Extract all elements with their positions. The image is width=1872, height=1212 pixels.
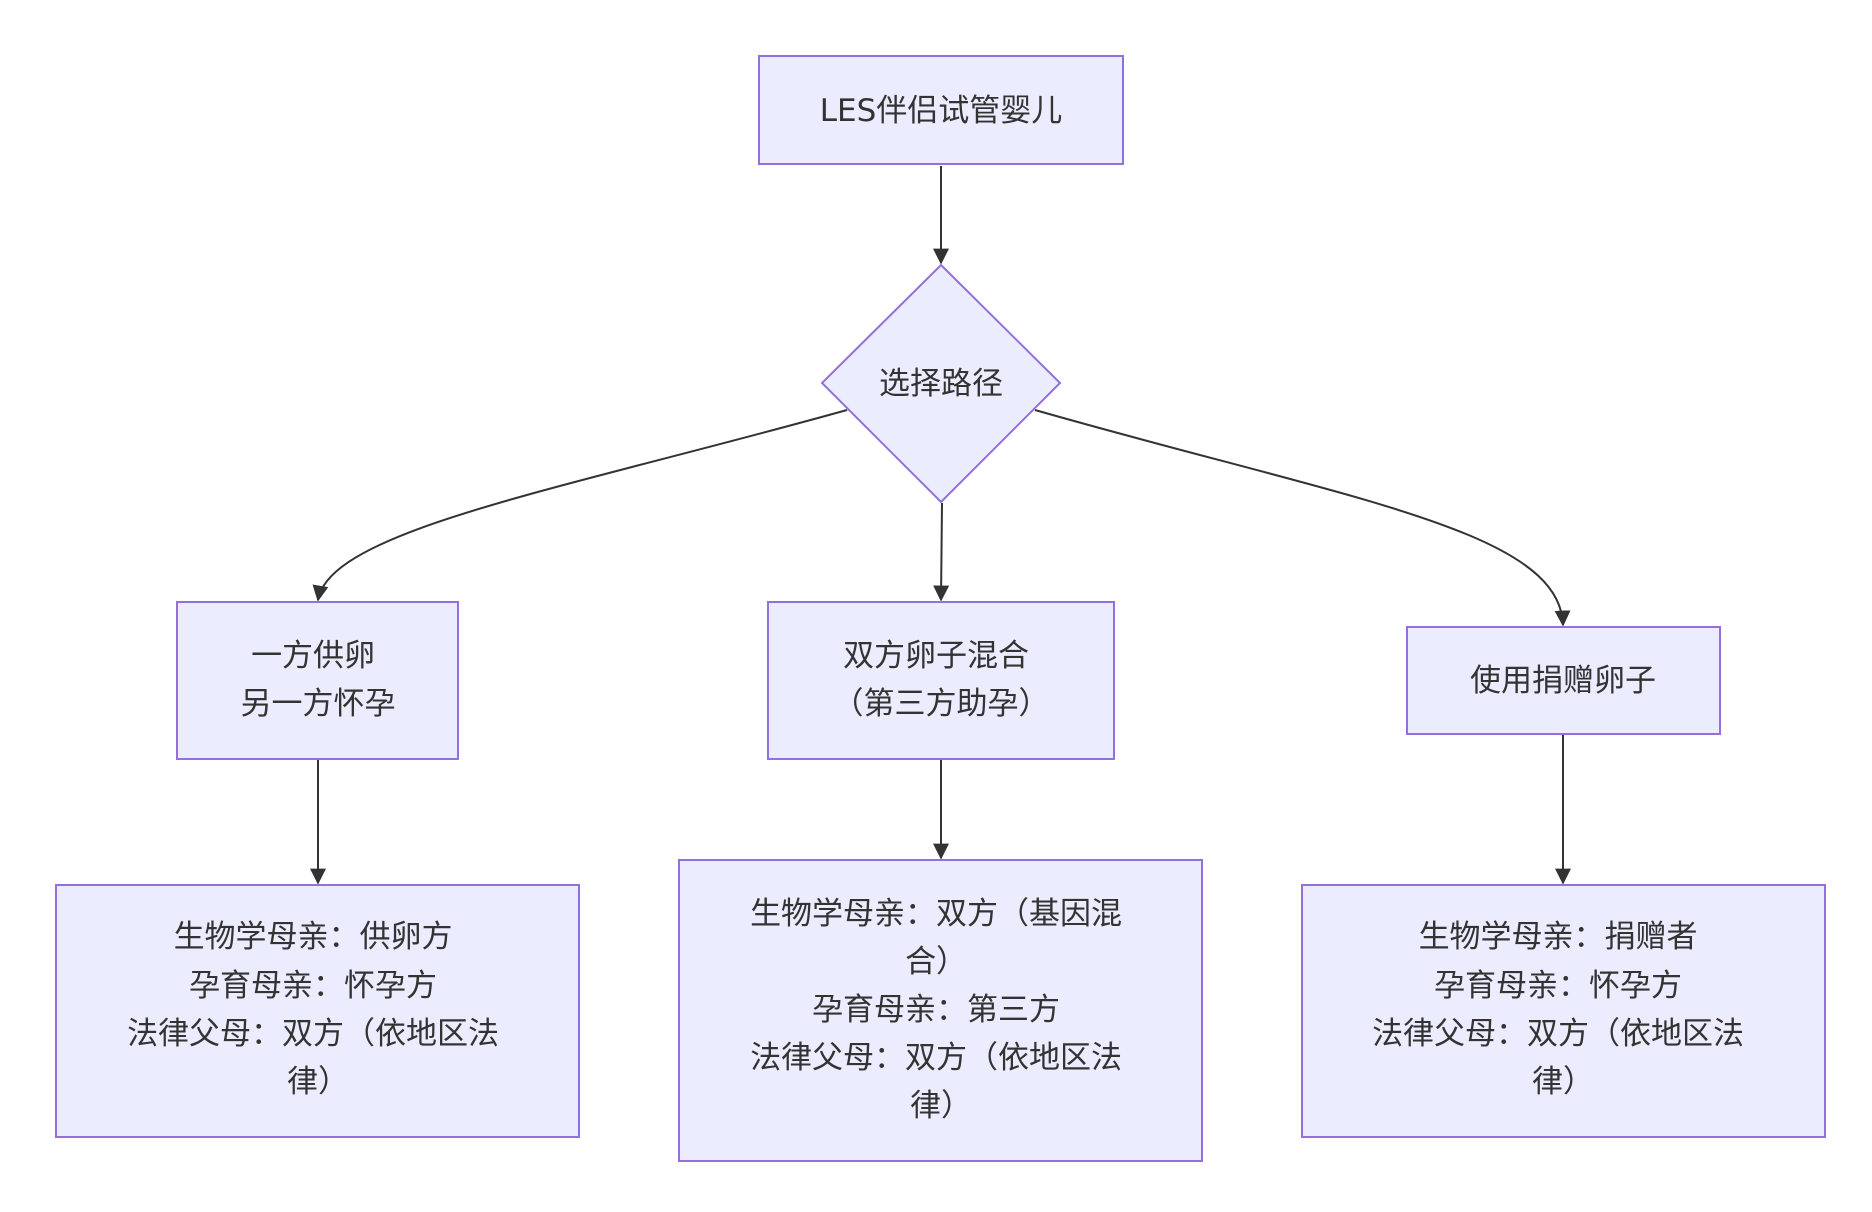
option-donor-line: 使用捐赠卵子 xyxy=(1470,663,1656,699)
svg-text:一方供卵 另一方怀孕: 一方供卵 另一方怀孕 xyxy=(241,638,396,722)
node-option-mixed: 双方卵子混合 （第三方助孕） xyxy=(767,601,1115,760)
result-mixed-line-4: 法律父母：双方（依地区法 xyxy=(750,1040,1122,1076)
node-root-line: LES伴侣试管婴儿 xyxy=(820,93,1063,129)
edge-decision-to-option-mixed xyxy=(933,502,950,602)
svg-text:生物学母亲：双方（基因混 合） 孕育: 生物学母亲：双方（基因混 合） 孕育母亲：第三方 法律父母：双方（依地区法 律） xyxy=(750,896,1132,1124)
node-result-one-egg: 生物学母亲：供卵方 孕育母亲：怀孕方 法律父母：双方（依地区法 律） xyxy=(55,884,580,1138)
result-one-egg-line-4: 律） xyxy=(287,1064,349,1100)
edge-decision-to-option-donor xyxy=(1034,409,1571,627)
decision-label: 选择路径 xyxy=(879,366,1003,402)
result-donor-line-3: 法律父母：双方（依地区法 xyxy=(1372,1016,1744,1052)
result-mixed-line-1: 生物学母亲：双方（基因混 xyxy=(750,896,1122,932)
option-mixed-line-1: 双方卵子混合 xyxy=(843,638,1029,674)
node-result-mixed: 生物学母亲：双方（基因混 合） 孕育母亲：第三方 法律父母：双方（依地区法 律） xyxy=(678,859,1203,1162)
edge-decision-to-option-one-egg xyxy=(312,409,848,602)
svg-text:LES伴侣试管婴儿: LES伴侣试管婴儿 xyxy=(820,93,1063,129)
svg-text:选择路径: 选择路径 xyxy=(879,366,1003,402)
result-donor-line-1: 生物学母亲：捐赠者 xyxy=(1419,919,1698,955)
option-one-egg-line-1: 一方供卵 xyxy=(251,638,375,674)
svg-text:双方卵子混合 （第三方助孕）: 双方卵子混合 （第三方助孕） xyxy=(833,638,1050,722)
svg-text:生物学母亲：捐赠者 孕育母亲：怀孕方: 生物学母亲：捐赠者 孕育母亲：怀孕方 法律父母：双方（依地区法 律） xyxy=(1372,919,1754,1100)
node-option-donor: 使用捐赠卵子 xyxy=(1406,626,1721,735)
result-one-egg-line-1: 生物学母亲：供卵方 xyxy=(174,919,453,955)
result-mixed-line-3: 孕育母亲：第三方 xyxy=(812,992,1060,1028)
result-one-egg-line-2: 孕育母亲：怀孕方 xyxy=(189,968,437,1004)
svg-text:使用捐赠卵子: 使用捐赠卵子 xyxy=(1470,663,1656,699)
node-option-one-egg: 一方供卵 另一方怀孕 xyxy=(176,601,459,760)
option-mixed-line-2: （第三方助孕） xyxy=(833,686,1050,722)
result-donor-line-4: 律） xyxy=(1532,1064,1594,1100)
option-one-egg-line-2: 另一方怀孕 xyxy=(241,686,396,722)
result-one-egg-line-3: 法律父母：双方（依地区法 xyxy=(127,1016,499,1052)
node-result-donor: 生物学母亲：捐赠者 孕育母亲：怀孕方 法律父母：双方（依地区法 律） xyxy=(1301,884,1826,1138)
svg-text:生物学母亲：供卵方 孕育母亲：怀孕方: 生物学母亲：供卵方 孕育母亲：怀孕方 法律父母：双方（依地区法 律） xyxy=(127,919,509,1100)
result-donor-line-2: 孕育母亲：怀孕方 xyxy=(1434,968,1682,1004)
edges xyxy=(310,166,1571,885)
decision-diamond: 选择路径 xyxy=(820,263,1062,504)
result-mixed-line-5: 律） xyxy=(910,1088,972,1124)
result-mixed-line-2: 合） xyxy=(905,944,967,980)
node-root: LES伴侣试管婴儿 xyxy=(758,55,1124,165)
